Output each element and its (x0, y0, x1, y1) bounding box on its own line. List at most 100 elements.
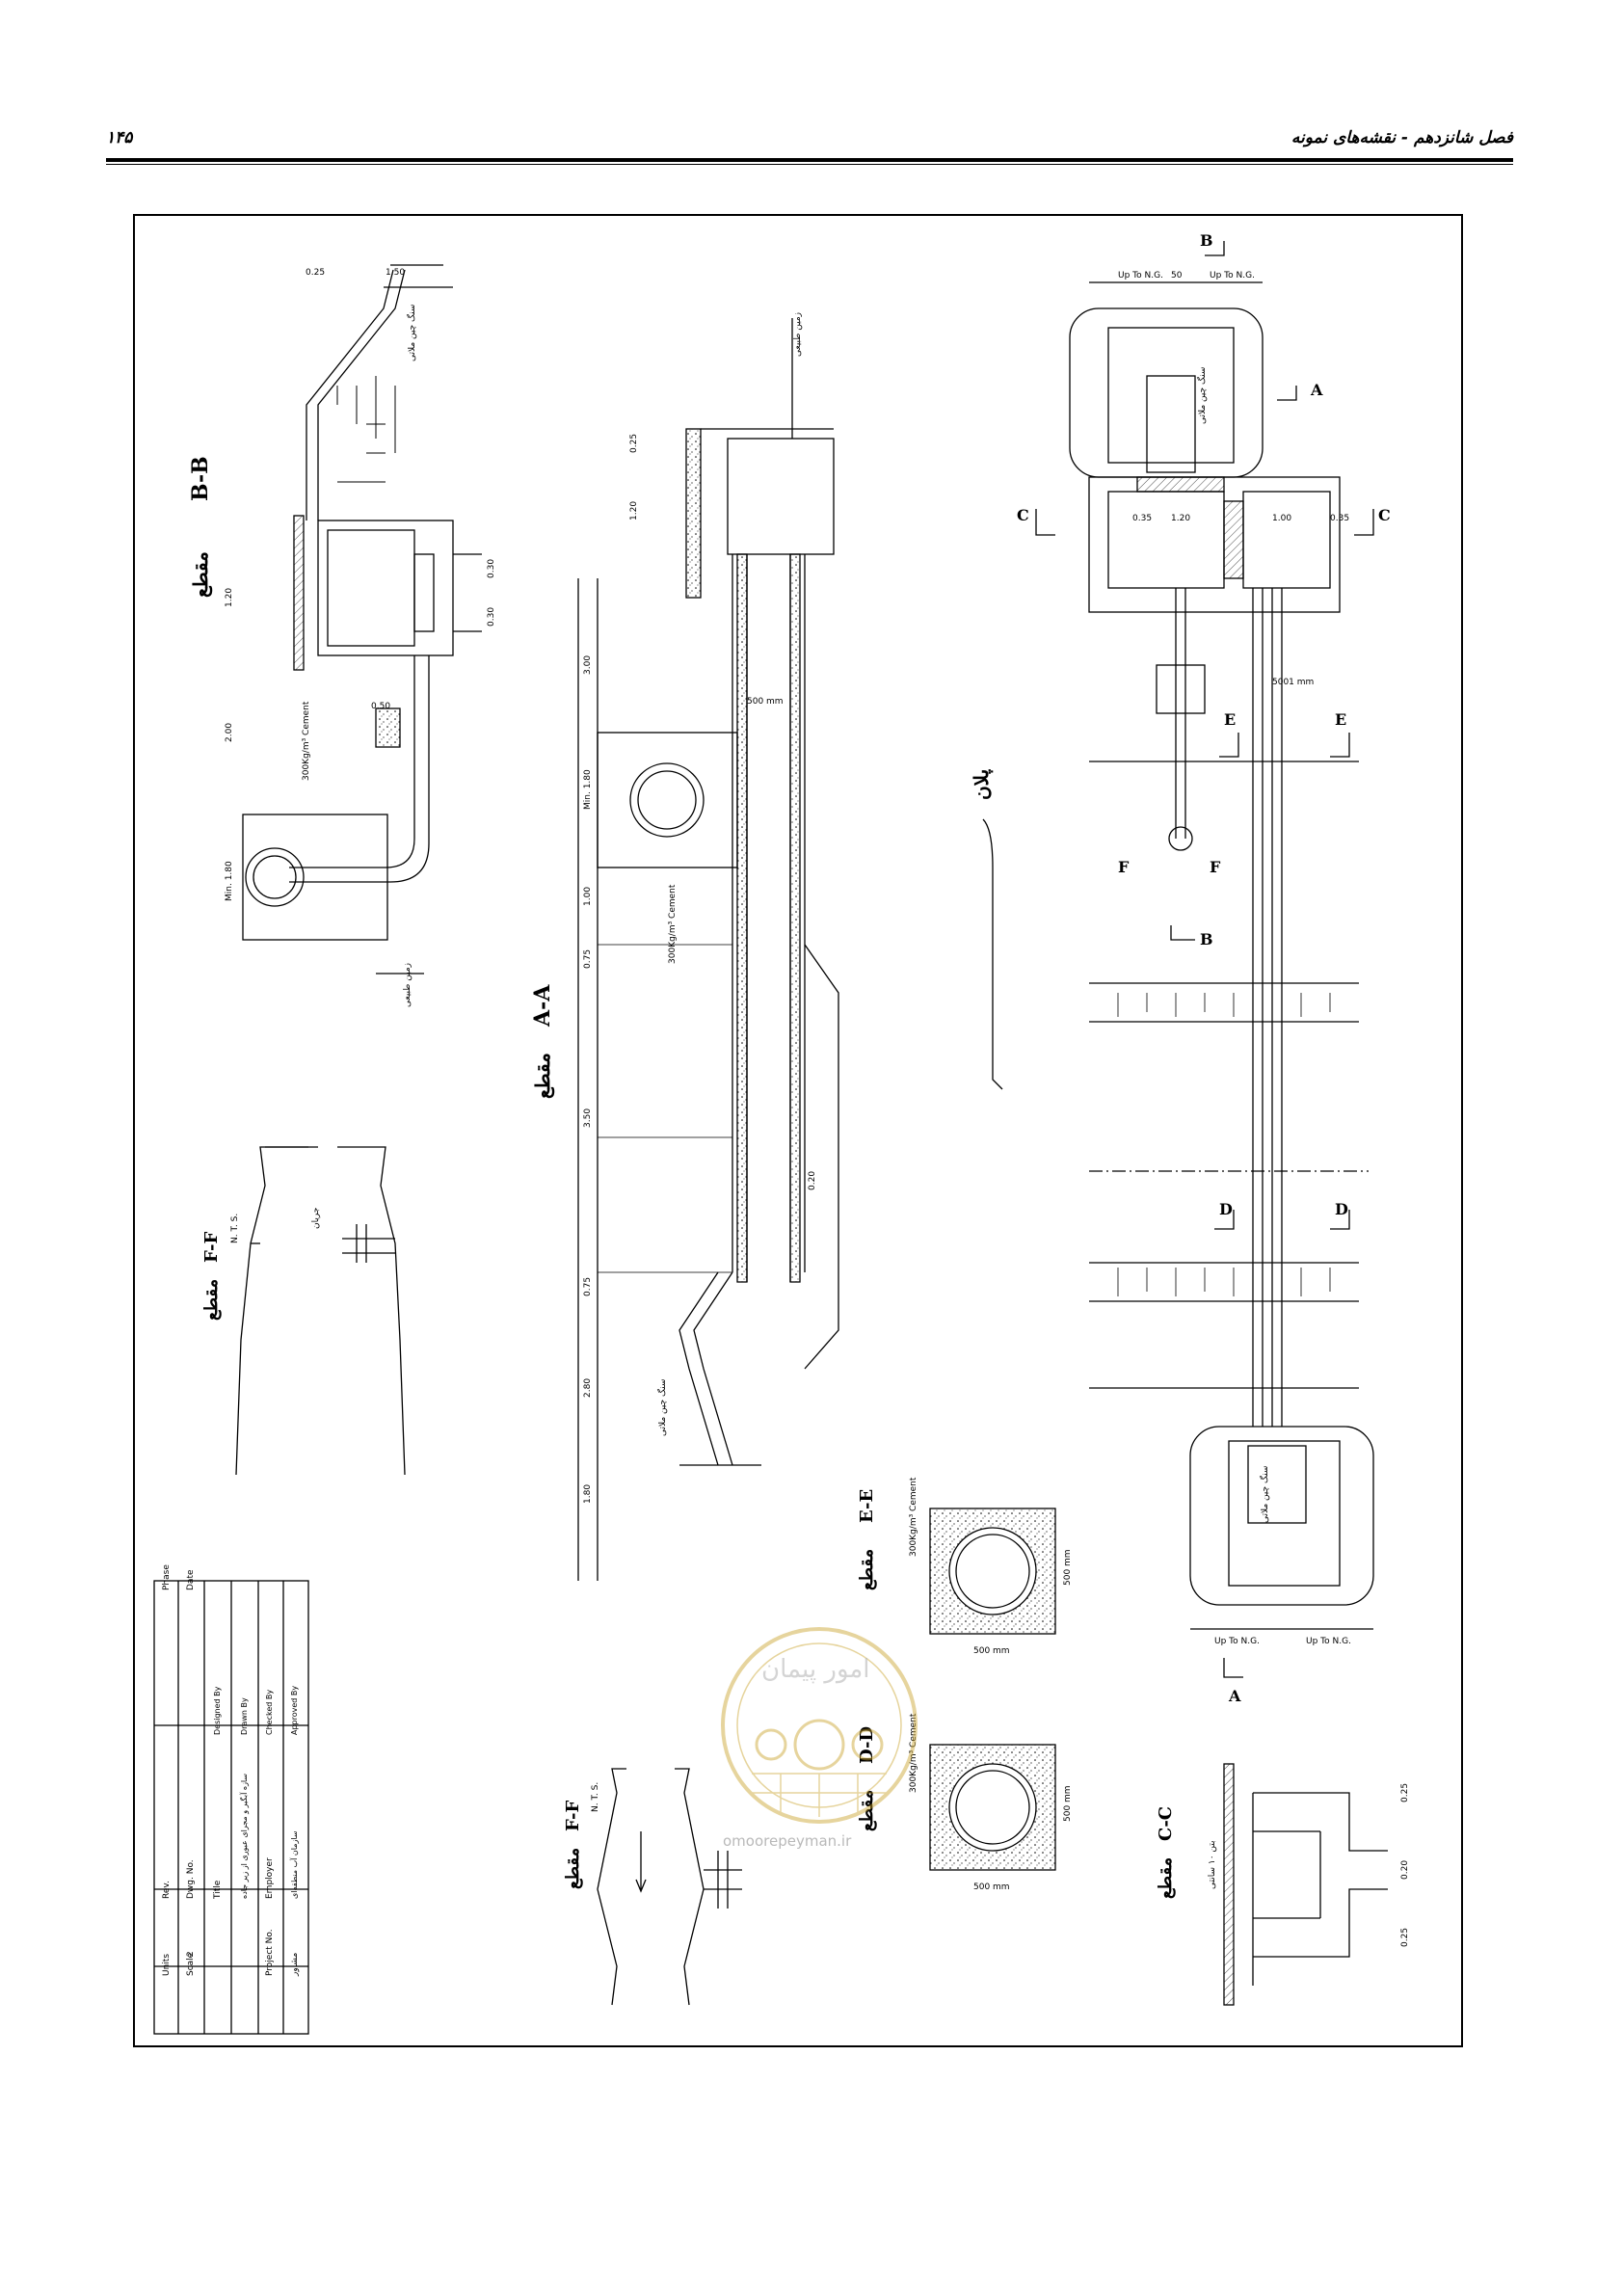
pipe-size-label: 500 mm (747, 697, 784, 707)
marker-d: D (1335, 1200, 1348, 1218)
section-word: مقطع (531, 1053, 555, 1099)
up-to-ng-label: Up To N.G. (1118, 271, 1163, 280)
label-flow: جریان (311, 1208, 321, 1229)
tb-checked-label: Checked By (265, 1690, 274, 1735)
section-cc-title: C-C (1156, 1806, 1176, 1841)
section-ff-bottom-labels: F-F مقطع N. T. S. (563, 1782, 600, 1889)
header-rule (106, 158, 1513, 162)
dim-label: 1.80 (583, 1484, 593, 1504)
dim-label: Min. 1.80 (225, 861, 234, 901)
tb-title-value: سازه آبگیر و مجرای عبوری از زیر جاده (239, 1774, 249, 1899)
section-ee (929, 1508, 1056, 1635)
label-riprap: سنگ چین ملاتی (1196, 367, 1208, 424)
dim-label: 1.20 (225, 588, 234, 607)
section-word: مقطع (189, 551, 213, 598)
tb-project-no-label: Project No. (265, 1929, 275, 1976)
section-ff (235, 1146, 406, 1476)
dim-label: 0.75 (583, 949, 593, 969)
marker-d: D (1219, 1200, 1233, 1218)
marker-c: C (1017, 506, 1029, 524)
dim-label: 1.50 (386, 268, 405, 278)
tb-scale-label: Scale (186, 1952, 196, 1976)
section-dd-labels: 500 mm 500 mm 300Kg/m³ Cement D-D مقطع (857, 1713, 1073, 1892)
section-word: مقطع (1156, 1857, 1176, 1899)
section-dd-title: D-D (857, 1726, 877, 1764)
dim-label: 1.00 (583, 887, 593, 906)
watermark-url: omoorepeyman.ir (723, 1832, 852, 1850)
section-aa-dims: 3.00 Min. 1.80 1.00 0.75 3.50 0.75 2.80 … (530, 312, 817, 1504)
marker-e: E (1224, 710, 1236, 729)
up-to-ng-label: Up To N.G. (1306, 1637, 1351, 1646)
page-number: ۱۴۵ (106, 128, 133, 147)
dim-label: 3.00 (583, 655, 593, 675)
dim-label: 0.20 (1400, 1860, 1410, 1880)
section-ff-title: F-F (201, 1232, 222, 1263)
section-bb (242, 264, 482, 974)
tb-title-label: Title (213, 1880, 223, 1900)
pipe-size-label: 5001 mm (1272, 678, 1314, 687)
drawing-sheet-border (133, 214, 1463, 2047)
marker-a: A (1228, 1687, 1241, 1705)
tb-drawn-label: Drawn By (240, 1697, 249, 1735)
dim-label: 0.20 (808, 1171, 817, 1190)
pipe-size-label: 500 mm (973, 1646, 1010, 1656)
section-ee-title: E-E (857, 1489, 877, 1523)
watermark-text: امور پیمان omoorepeyman.ir (723, 1655, 870, 1850)
dim-label: 0.30 (487, 559, 496, 578)
dim-label: 0.50 (371, 702, 390, 711)
tb-approved-label: Approved By (290, 1686, 299, 1735)
tb-employer-label: Employer (265, 1857, 275, 1899)
dim-label: 0.25 (1400, 1783, 1410, 1802)
section-word: مقطع (563, 1848, 583, 1889)
section-cc (1223, 1763, 1388, 2006)
dim-label: 0.35 (1330, 514, 1349, 523)
label-cement: 300Kg/m³ Cement (909, 1713, 918, 1793)
nts-label: N. T. S. (230, 1214, 240, 1243)
up-to-ng-label: Up To N.G. (1214, 1637, 1260, 1646)
dim-label: 2.00 (225, 723, 234, 742)
dim-label: 0.35 (1132, 514, 1152, 523)
tb-date-label: Date (186, 1569, 196, 1590)
watermark-logo (721, 1627, 918, 1824)
tb-consultant-label: مشاور (290, 1953, 300, 1977)
tb-designed-label: Designed By (213, 1686, 222, 1735)
section-ff-labels: F-F مقطع N. T. S. جریان (201, 1208, 321, 1321)
section-ff-title: F-F (563, 1801, 583, 1831)
tb-units-label: Units (162, 1954, 172, 1976)
tb-dwg-no-value: 2 (186, 1951, 196, 1957)
dim-label: 0.25 (629, 434, 639, 453)
nts-label: N. T. S. (591, 1782, 600, 1812)
header-title: فصل شانزدهم - نقشه‌های نمونه (1290, 128, 1513, 147)
marker-b: B (1200, 231, 1213, 250)
marker-f: F (1210, 858, 1221, 876)
label-concrete: بتن ۱۰ سانتی (1208, 1841, 1217, 1889)
dim-label: 1.00 (1272, 514, 1291, 523)
title-block-text: Phase Date Designed By Drawn By Checked … (162, 1564, 300, 1977)
dim-label: 0.30 (487, 607, 496, 627)
plan-view-labels: Up To N.G. Up To N.G. 50 Up To N.G. Up T… (970, 231, 1391, 1705)
pipe-size-label: 500 mm (973, 1882, 1010, 1892)
plan-title: پلان (970, 768, 993, 800)
dim-label: 3.50 (583, 1108, 593, 1128)
tb-rev-label: Rev. (162, 1881, 172, 1899)
section-bb-dims: 0.25 1.50 1.20 2.00 Min. 1.80 0.30 0.30 … (188, 268, 496, 1007)
section-word: مقطع (857, 1790, 877, 1831)
dim-label: 1.20 (629, 501, 639, 521)
header-rule-thin (106, 164, 1513, 165)
label-natural-ground: زمین طبیعی (793, 312, 803, 357)
section-ee-labels: 500 mm 500 mm 300Kg/m³ Cement E-E مقطع (857, 1477, 1073, 1656)
dim-label: 0.75 (583, 1277, 593, 1296)
marker-a: A (1310, 381, 1323, 399)
section-ff-bottom (597, 1768, 742, 2006)
section-word: مقطع (857, 1549, 877, 1590)
dim-label: 2.80 (583, 1378, 593, 1398)
pipe-size-label: 500 mm (1063, 1785, 1073, 1822)
dim-label: Min. 1.80 (583, 769, 593, 810)
up-to-ng-label: Up To N.G. (1210, 271, 1255, 280)
label-riprap: سنگ چین ملاتی (406, 305, 417, 361)
label-cement: 300Kg/m³ Cement (909, 1477, 918, 1557)
page-header: ۱۴۵ فصل شانزدهم - نقشه‌های نمونه (106, 114, 1513, 162)
label-natural-ground: زمین طبیعی (403, 963, 412, 1007)
label-riprap: سنگ چین ملاتی (1259, 1466, 1270, 1523)
